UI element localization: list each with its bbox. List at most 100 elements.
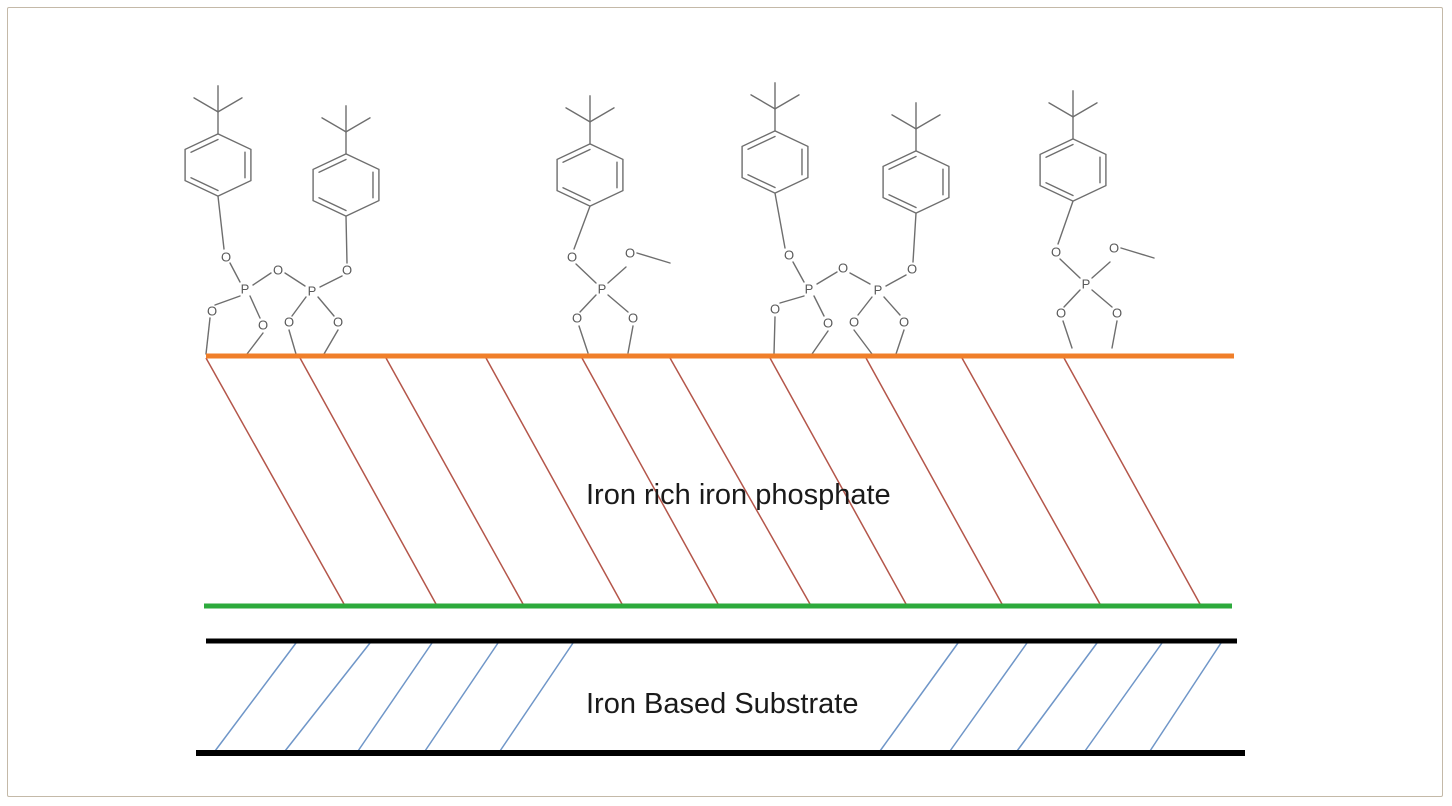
phosphate-bond	[214, 295, 241, 306]
aryl-ether-bond	[774, 192, 786, 249]
tert-butyl-bond	[321, 117, 347, 133]
benzene-double-bond	[318, 197, 347, 212]
tert-butyl-bond	[345, 117, 371, 133]
methyl-bond	[1120, 247, 1155, 259]
phosphate-bond	[249, 295, 261, 319]
phosphate-bond	[291, 296, 307, 317]
phosphate-hatch-line	[669, 357, 811, 605]
phosphate-bond	[857, 296, 873, 316]
oxygen-atom: O	[284, 315, 294, 330]
oxygen-atom: O	[1056, 306, 1066, 321]
aryl-ether-bond	[345, 215, 348, 264]
phosphate-bond	[319, 275, 343, 288]
phosphate-bond	[813, 295, 825, 317]
oxygen-atom: O	[333, 315, 343, 330]
benzene-double-bond	[888, 194, 917, 209]
phosphate-bond	[575, 263, 597, 284]
phosphate-bond	[792, 261, 805, 283]
phosphate-hatch-line	[205, 357, 345, 605]
phosphate-hatch-line	[769, 357, 907, 605]
oxygen-atom: O	[907, 262, 917, 277]
phosphate-hatch-line	[961, 357, 1101, 605]
tert-butyl-bond	[774, 94, 800, 110]
benzene-ring	[556, 143, 624, 207]
phosphate-hatch-line	[299, 357, 437, 605]
aryl-ether-bond	[217, 195, 225, 250]
oxygen-atom: O	[899, 315, 909, 330]
oxygen-atom: O	[823, 316, 833, 331]
surface-anchor-bond	[853, 329, 873, 355]
phosphorus-atom: P	[241, 282, 250, 297]
benzene-double-bond	[747, 174, 776, 189]
tert-butyl-bond	[915, 114, 941, 130]
surface-anchor-bond	[1062, 320, 1073, 349]
surface-anchor-bond	[895, 329, 905, 355]
substrate-hatch-line	[1016, 642, 1098, 752]
phosphate-bond	[317, 296, 335, 317]
phosphate-bond	[579, 294, 597, 313]
phosphate-hatch-line	[1063, 357, 1201, 605]
benzene-double-bond	[562, 148, 591, 163]
phosphate-bond	[607, 266, 627, 284]
methyl-bond	[636, 252, 671, 264]
substrate-hatch-line	[949, 642, 1028, 752]
tert-butyl-bond	[1072, 102, 1098, 118]
benzene-double-bond	[190, 138, 219, 153]
tert-butyl-bond	[589, 107, 615, 123]
oxygen-atom: O	[1109, 241, 1119, 256]
phosphorus-atom: P	[308, 284, 317, 299]
phosphorus-atom: P	[805, 282, 814, 297]
substrate-hatch-line	[879, 642, 959, 752]
benzene-double-bond	[318, 158, 347, 173]
phosphate-bond	[883, 296, 901, 316]
surface-anchor-bond	[246, 332, 264, 355]
benzene-ring	[312, 153, 380, 217]
phosphate-bond	[1091, 289, 1113, 308]
substrate-hatch-line	[424, 642, 499, 752]
benzene-double-bond	[1045, 182, 1074, 197]
oxygen-atom: O	[784, 248, 794, 263]
oxygen-atom: O	[207, 304, 217, 319]
phosphate-bond	[849, 272, 871, 285]
aryl-ether-bond	[1057, 200, 1074, 245]
aryl-ether-bond	[573, 205, 591, 250]
phosphate-layer-label: Iron rich iron phosphate	[586, 479, 891, 511]
benzene-double-bond	[1045, 143, 1074, 158]
phosphate-hatch-line	[581, 357, 719, 605]
phosphate-hatch-line	[385, 357, 524, 605]
surface-anchor-bond	[578, 325, 589, 354]
benzene-ring	[882, 150, 950, 214]
oxygen-atom: O	[258, 318, 268, 333]
oxygen-atom: O	[838, 261, 848, 276]
oxygen-atom: O	[1051, 245, 1061, 260]
surface-anchor-bond	[811, 330, 829, 355]
benzene-double-bond	[562, 187, 591, 202]
benzene-ring	[184, 133, 252, 197]
substrate-hatch-line	[499, 642, 574, 752]
phosphate-bond	[607, 294, 629, 313]
oxygen-atom: O	[628, 311, 638, 326]
aryl-ether-bond	[912, 212, 917, 263]
substrate-hatch-line	[1084, 642, 1163, 752]
tert-butyl-bond	[217, 97, 243, 113]
oxygen-atom: O	[625, 246, 635, 261]
tert-butyl-bond	[891, 114, 917, 130]
substrate-layer-label: Iron Based Substrate	[586, 688, 858, 720]
oxygen-atom: O	[567, 250, 577, 265]
benzene-ring	[1039, 138, 1107, 202]
phosphate-bond	[1091, 261, 1111, 279]
surface-anchor-bond	[288, 329, 297, 355]
surface-anchor-bond	[205, 317, 211, 355]
surface-anchor-bond	[627, 325, 634, 354]
oxygen-atom: O	[273, 263, 283, 278]
substrate-hatch-line	[284, 642, 371, 752]
phosphate-bond	[1063, 289, 1081, 308]
phosphorus-atom: P	[598, 282, 607, 297]
oxygen-atom: O	[1112, 306, 1122, 321]
figure-frame	[7, 7, 1443, 797]
